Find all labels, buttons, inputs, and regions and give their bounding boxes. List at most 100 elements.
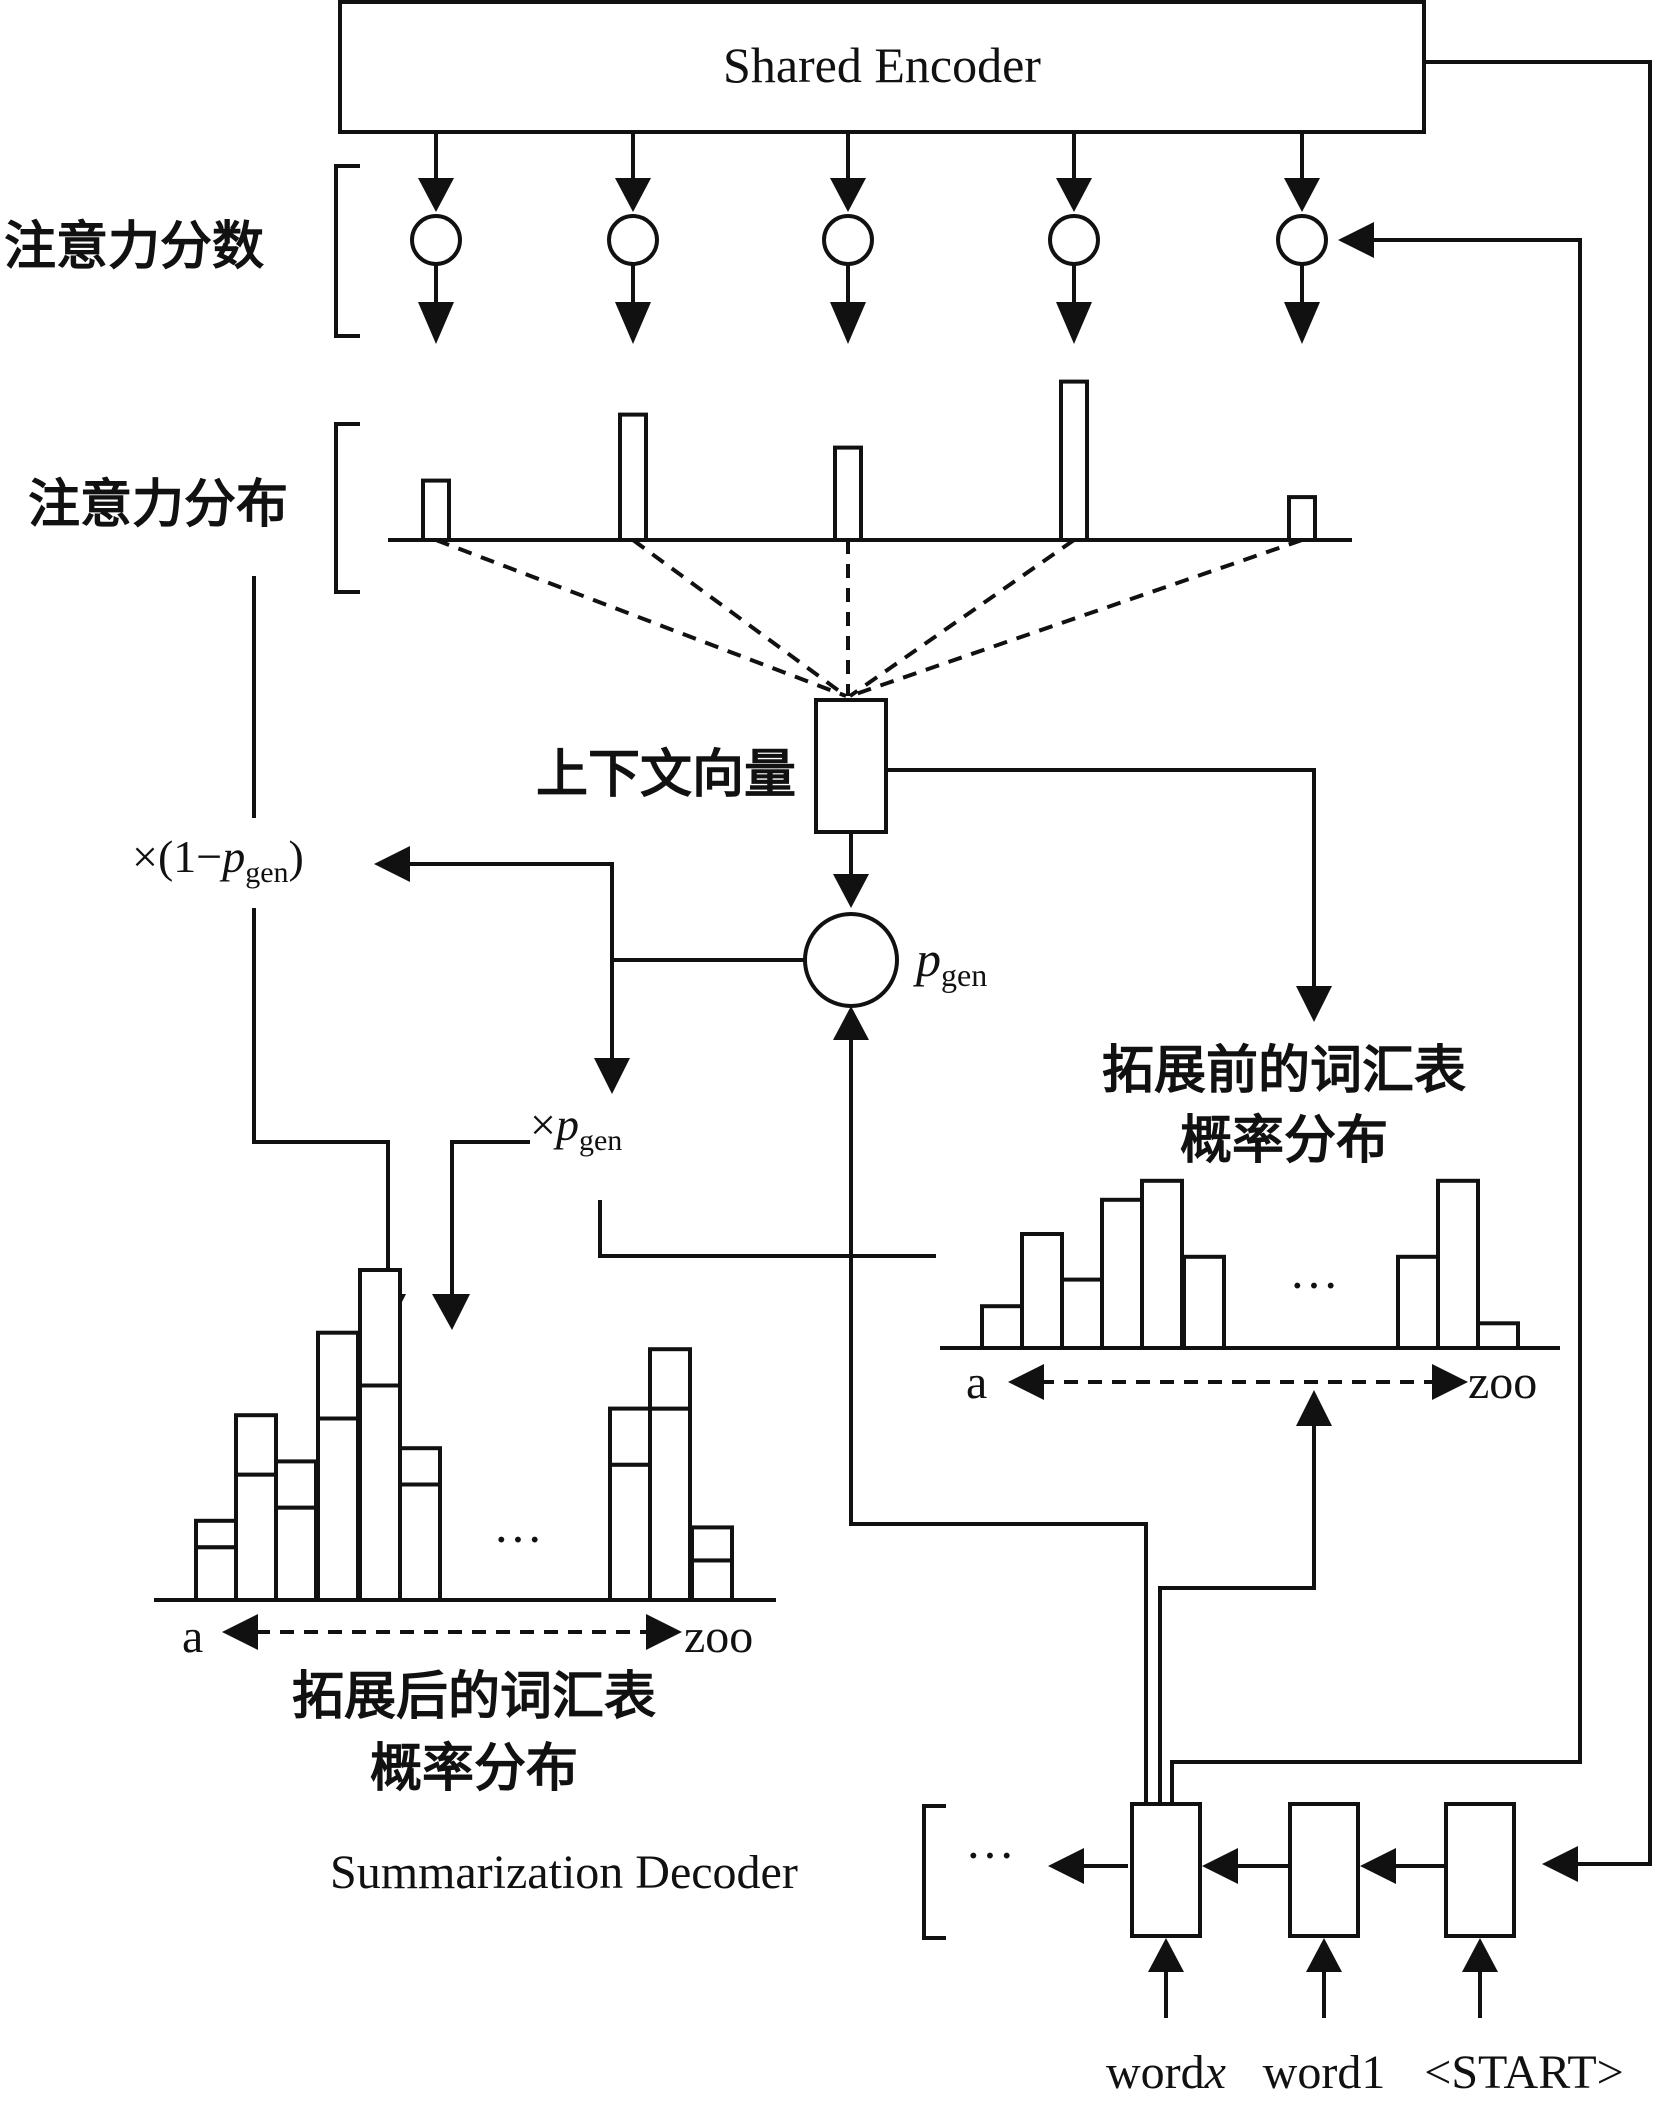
vocab-after-bar-generated	[194, 1545, 238, 1602]
vocab-before-ellipsis: ···	[1289, 1257, 1339, 1313]
vocab-before-bar	[1060, 1277, 1104, 1350]
vocab-after-bar-copied	[608, 1406, 652, 1467]
vocab-after-bar-copied	[274, 1459, 318, 1510]
arrow-encoder-to-score	[1284, 178, 1320, 212]
attention-bar	[1287, 495, 1317, 543]
vocab-after-bar-copied	[690, 1525, 734, 1563]
context-vector-label: 上下文向量	[536, 745, 796, 805]
pgen-node	[803, 912, 899, 1008]
vocab-before-bars	[980, 1178, 1520, 1351]
attention-bar	[618, 412, 648, 543]
vocab-after-bar-generated	[274, 1505, 318, 1602]
arrow-encoder-to-score	[615, 178, 651, 212]
vocab-after-bar-copied	[358, 1268, 402, 1388]
attention-distribution-label: 注意力分布	[28, 475, 288, 535]
decoder-to-pgen-line	[849, 1038, 1148, 1804]
arrow-input-wordx	[1148, 1938, 1184, 1972]
arrow-score-down	[615, 302, 651, 344]
vocab-to-final-line	[598, 1200, 936, 1258]
attention-score-node	[822, 214, 874, 266]
arrow-to-times-pgen	[594, 1058, 630, 1094]
decoder-cell-wordx	[1130, 1802, 1202, 1938]
arrow-decoder-to-vocab	[1296, 1390, 1332, 1426]
arrow-context-to-pgen	[833, 874, 869, 908]
arrow-encoder-to-score	[418, 178, 454, 212]
arrow-encoder-to-score	[830, 178, 866, 212]
decoder-cell-word1	[1288, 1802, 1360, 1938]
times-pgen-label: ×pgen	[530, 1099, 622, 1157]
attention-score-node	[607, 214, 659, 266]
vocab-before-axis-start: a	[966, 1356, 987, 1409]
vocab-before-bar	[1100, 1197, 1144, 1351]
decoder-to-attention-line	[1170, 238, 1582, 1804]
vocab-after-bar-copied	[316, 1330, 360, 1421]
vocab-before-bar	[1140, 1178, 1184, 1351]
decoder-cell-start	[1444, 1802, 1516, 1938]
attention-score-node	[1276, 214, 1328, 266]
arrow-input-start	[1462, 1938, 1498, 1972]
arrow-vocab-into-final	[432, 1294, 470, 1330]
arrow-score-down	[830, 302, 866, 344]
attention-bar	[1059, 379, 1089, 542]
attention-score-node	[410, 214, 462, 266]
decoder-label: Summarization Decoder	[330, 1846, 798, 1899]
vocab-after-title-line2: 概率分布	[370, 1739, 578, 1799]
attention-scores-bracket	[334, 164, 360, 338]
attention-bar	[833, 445, 863, 543]
vocab-before-bar	[1436, 1178, 1480, 1351]
pgen-label: pgen	[913, 931, 987, 993]
vocab-after-bar-generated	[234, 1472, 278, 1602]
arrow-word1-to-wordx	[1202, 1848, 1238, 1884]
vocab-after-bar-generated	[316, 1416, 360, 1602]
vocab-after-title-line1: 拓展后的词汇表	[292, 1667, 656, 1727]
vocab-before-bar	[980, 1304, 1024, 1350]
vocab-after-bar-generated	[358, 1383, 402, 1602]
vocab-after-bar-generated	[398, 1482, 442, 1602]
arrow-decoder-to-attention	[1338, 222, 1374, 258]
arrow-encoder-to-start	[1542, 1846, 1578, 1882]
arrow-score-down	[418, 302, 454, 344]
vocab-after-bar-generated	[648, 1406, 692, 1602]
arrow-decoder-to-pgen	[833, 1006, 869, 1040]
arrow-score-down	[1056, 302, 1092, 344]
attention-score-nodes	[410, 132, 1328, 344]
arrow-encoder-to-score	[1056, 178, 1092, 212]
vocab-after-bar-generated	[690, 1558, 734, 1603]
arrow-score-down	[1284, 302, 1320, 344]
decoder-to-vocab-line	[1158, 1424, 1316, 1804]
attention-bar	[421, 478, 451, 543]
vocab-before-title-line1: 拓展前的词汇表	[1102, 1041, 1466, 1101]
vocab-after-bars	[194, 1268, 734, 1603]
input-wordx: wordx	[1106, 2046, 1226, 2099]
vocab-before-bar	[1182, 1254, 1226, 1351]
vocab-after-bar-generated	[608, 1462, 652, 1602]
one-minus-pgen-line	[408, 862, 614, 960]
arrow-to-one-minus-pgen	[374, 846, 410, 882]
arrow-input-word1	[1306, 1938, 1342, 1972]
vocab-after-bar-copied	[648, 1347, 692, 1411]
attention-bars	[421, 379, 1317, 543]
vocab-before-title-line2: 概率分布	[1180, 1111, 1388, 1171]
vocab-before-bar	[1020, 1232, 1064, 1350]
context-to-vocab-line	[886, 768, 1316, 988]
arrow-start-to-word1	[1360, 1848, 1396, 1884]
vocab-before-bar	[1396, 1254, 1440, 1351]
arrow-decoder-continue	[1048, 1848, 1084, 1884]
attention-scores-label: 注意力分数	[4, 217, 264, 277]
attention-to-final-line-lower	[252, 908, 390, 1296]
shared-encoder-box	[338, 0, 1426, 134]
input-word1: word1	[1263, 2046, 1386, 2099]
attention-to-context-lines	[435, 538, 1303, 698]
decoder-bracket	[922, 1804, 946, 1940]
vocab-before-axis-end: zoo	[1468, 1356, 1537, 1409]
vocab-after-bar-copied	[234, 1413, 278, 1477]
shared-encoder-label: Shared Encoder	[723, 37, 1041, 93]
vocab-to-final-line-upper	[450, 1140, 530, 1296]
vocab-before-bar	[1476, 1321, 1520, 1351]
one-minus-pgen-label: ×(1−pgen)	[132, 831, 304, 889]
encoder-to-start-line	[1424, 60, 1652, 1866]
context-vector-box	[814, 698, 888, 834]
vocab-after-bar-copied	[194, 1518, 238, 1550]
attention-distribution-bracket	[334, 422, 360, 594]
